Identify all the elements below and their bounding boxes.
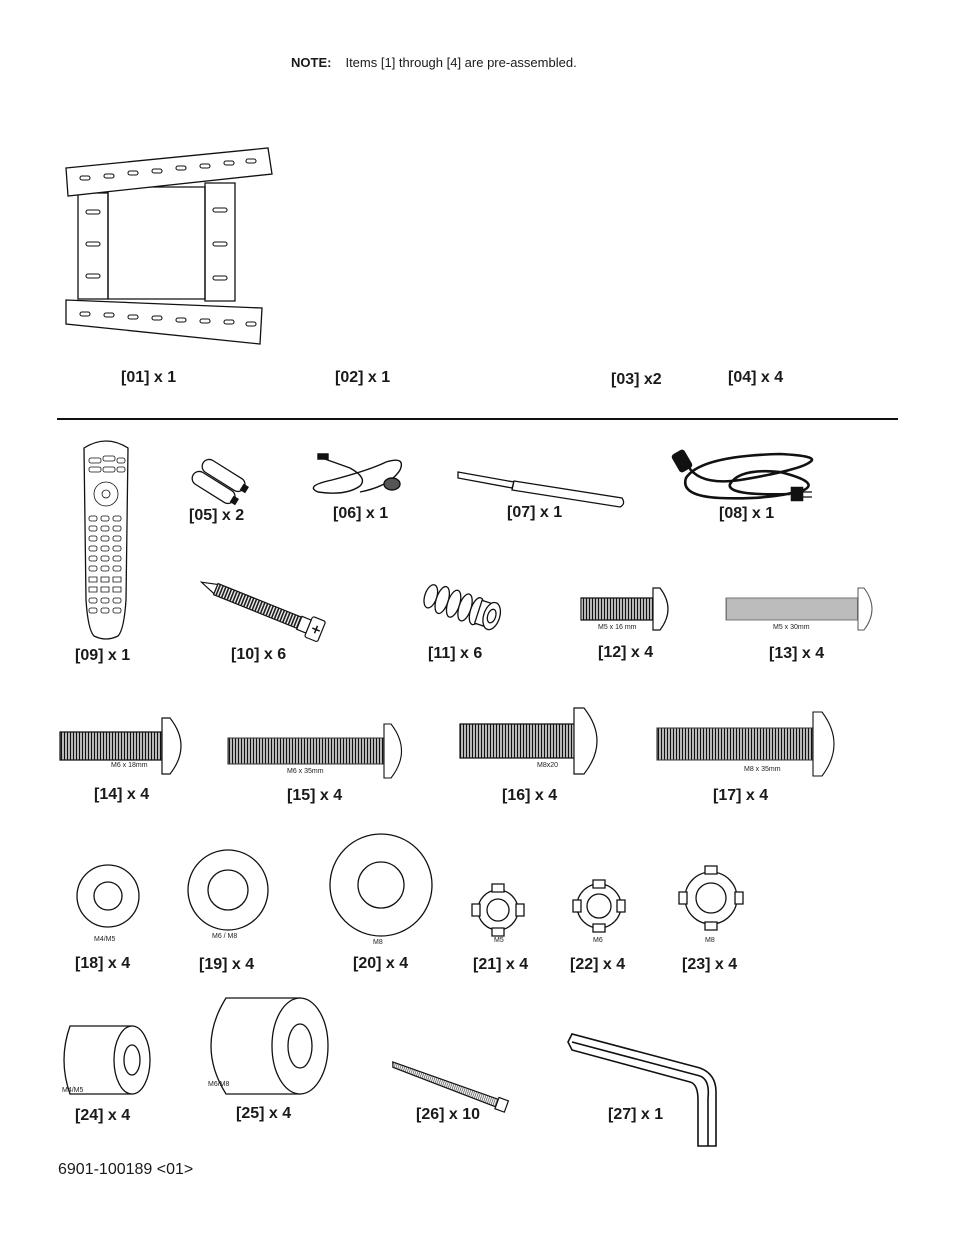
assembly-note: NOTE: Items [1] through [4] are pre-assem… <box>291 55 577 70</box>
part-26-label: [26] x 10 <box>416 1106 481 1123</box>
part-14-label: [14] x 4 <box>94 786 150 803</box>
size-16-label: M8x20 <box>537 762 559 769</box>
part-18-label: [18] x 4 <box>75 955 131 972</box>
part-06-label: [06] x 1 <box>333 505 389 522</box>
size-24-label: M4/M5 <box>62 1087 84 1094</box>
note-text: Items [1] through [4] are pre-assembled. <box>345 55 577 70</box>
lag-screw-icon <box>197 573 326 642</box>
part-01-label: [01] x 1 <box>121 369 177 386</box>
size-13-label: M5 x 30mm <box>773 624 810 631</box>
washer-m4m5-icon <box>77 865 139 927</box>
part-10-label: [10] x 6 <box>231 646 287 663</box>
size-23-label: M8 <box>705 937 715 944</box>
bolt-m6x18-icon <box>60 718 181 774</box>
part-24-label: [24] x 4 <box>75 1107 131 1124</box>
remote-control-icon <box>84 441 128 639</box>
part-17-label: [17] x 4 <box>713 787 769 804</box>
size-17-label: M8 x 35mm <box>744 766 781 773</box>
lock-washer-m5-icon <box>472 884 524 936</box>
part-27-label: [27] x 1 <box>608 1106 664 1123</box>
part-07-label: [07] x 1 <box>507 504 563 521</box>
batteries-icon <box>190 457 251 508</box>
size-25-label: M6/M8 <box>208 1081 230 1088</box>
rod-icon <box>458 472 624 507</box>
size-18-label: M4/M5 <box>94 936 116 943</box>
part-16-label: [16] x 4 <box>502 787 558 804</box>
bolt-m8x20-icon <box>460 708 597 774</box>
size-21-label: M5 <box>494 937 504 944</box>
document-number: 6901-100189 <01> <box>58 1161 194 1178</box>
wall-plate-icon <box>66 148 272 344</box>
part-04-label: [04] x 4 <box>728 369 784 386</box>
part-23-label: [23] x 4 <box>682 956 738 973</box>
size-19-label: M6 / M8 <box>212 933 238 940</box>
lock-washer-m6-icon <box>573 880 625 932</box>
size-22-label: M6 <box>593 937 603 944</box>
part-19-label: [19] x 4 <box>199 956 255 973</box>
bolt-m5x30-icon <box>726 588 872 630</box>
bolt-m8x35-icon <box>657 712 834 776</box>
size-15-label: M6 x 35mm <box>287 768 324 775</box>
part-13-label: [13] x 4 <box>769 645 825 662</box>
washer-m8-icon <box>330 834 432 936</box>
size-12-label: M5 x 16 mm <box>598 624 637 631</box>
part-15-label: [15] x 4 <box>287 787 343 804</box>
part-25-label: [25] x 4 <box>236 1105 292 1122</box>
lock-washer-m8-icon <box>679 866 743 930</box>
part-05-label: [05] x 2 <box>189 507 245 524</box>
bolt-m6x35-icon <box>228 724 402 778</box>
bolt-m5x16-icon <box>581 588 668 630</box>
part-22-label: [22] x 4 <box>570 956 626 973</box>
hex-key-icon <box>568 1034 716 1146</box>
washer-m6m8-icon <box>188 850 268 930</box>
size-20-label: M8 <box>373 939 383 946</box>
cable-tie-icon <box>390 1059 509 1112</box>
part-11-label: [11] x 6 <box>428 645 483 662</box>
size-14-label: M6 x 18mm <box>111 762 148 769</box>
part-03-label: [03] x2 <box>611 371 662 388</box>
part-12-label: [12] x 4 <box>598 644 654 661</box>
part-02-label: [02] x 1 <box>335 369 391 386</box>
spacer-m6m8-icon <box>211 998 328 1094</box>
part-21-label: [21] x 4 <box>473 956 529 973</box>
section-divider <box>57 418 898 420</box>
spacer-m4m5-icon <box>64 1026 150 1094</box>
wall-anchor-icon <box>421 581 504 632</box>
part-08-label: [08] x 1 <box>719 505 775 522</box>
part-20-label: [20] x 4 <box>353 955 409 972</box>
part-09-label: [09] x 1 <box>75 647 131 664</box>
power-cord-icon <box>672 450 812 500</box>
note-label: NOTE: <box>291 55 332 70</box>
ir-cable-icon <box>313 454 401 493</box>
